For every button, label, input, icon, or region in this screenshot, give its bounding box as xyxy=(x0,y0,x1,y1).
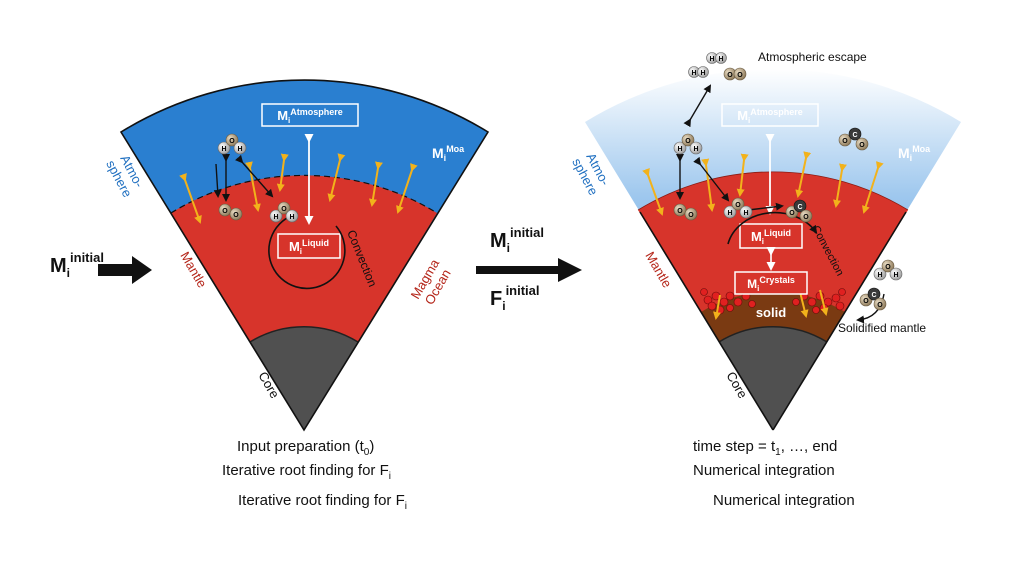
svg-text:O: O xyxy=(863,298,869,305)
right-solid-label: solid xyxy=(756,305,786,320)
right-moa-label: MiMoa xyxy=(898,144,931,163)
svg-text:H: H xyxy=(691,70,696,77)
left-liquid-box: MiLiquid xyxy=(277,233,341,259)
svg-text:O: O xyxy=(233,212,239,219)
svg-text:H: H xyxy=(727,210,732,217)
svg-text:O: O xyxy=(685,138,691,145)
left-atm-sub: i xyxy=(288,116,290,125)
left-caption-line1: Input preparation (t0) xyxy=(237,438,375,458)
left-core-region xyxy=(250,326,358,430)
left-black-arrows xyxy=(213,154,274,202)
right-caption-line3: Numerical integration xyxy=(713,492,855,509)
right-caption-line2: Numerical integration xyxy=(693,462,835,479)
left-yellow-arrows xyxy=(179,153,418,224)
svg-text:MiAtmosphere: MiAtmosphere xyxy=(737,107,803,125)
left-atmosphere-box: MiAtmosphere xyxy=(261,103,359,127)
left-convection-arrow xyxy=(268,211,346,290)
svg-text:O: O xyxy=(688,212,694,219)
right-co2-molecule-solid: O C O xyxy=(859,287,887,311)
right-water-molecule-solid: H O H xyxy=(873,259,903,281)
svg-text:H: H xyxy=(677,146,682,153)
left-atm-sup: Atmosphere xyxy=(290,107,343,117)
transition: Miinitial Fiinitial xyxy=(476,225,582,313)
right-convection-arrow xyxy=(727,211,818,245)
left-mantle-region xyxy=(171,175,437,430)
svg-text:O: O xyxy=(803,214,809,221)
right-h2-escaped-2: H H xyxy=(706,52,727,64)
right-o2-molecule-melt: O O xyxy=(673,203,698,221)
right-sector-right-edge xyxy=(772,211,907,431)
svg-text:C: C xyxy=(797,204,802,211)
svg-text:O: O xyxy=(735,202,741,209)
transition-arrow xyxy=(476,258,582,282)
solidified-mantle-label: Solidified mantle xyxy=(838,321,926,335)
svg-text:H: H xyxy=(221,146,226,153)
left-atm-base: M xyxy=(277,108,288,123)
svg-text:H: H xyxy=(743,210,748,217)
left-input-arrow xyxy=(98,256,152,284)
svg-text:O: O xyxy=(229,138,235,145)
right-black-arrows xyxy=(676,84,885,324)
svg-text:O: O xyxy=(789,210,795,217)
right-caption-line1: time step = t1, …, end xyxy=(693,438,838,458)
right-h2-escaped: H H xyxy=(688,66,709,78)
left-moa-label: MiMoa xyxy=(432,144,465,163)
svg-text:H: H xyxy=(877,272,882,279)
svg-text:H: H xyxy=(693,146,698,153)
svg-text:MiLiquid: MiLiquid xyxy=(751,228,791,246)
right-water-molecule-atm: H O H xyxy=(673,133,703,155)
right-crystals-box: MiCrystals xyxy=(734,271,808,295)
right-co2-molecule-atm: O C O xyxy=(838,127,869,151)
svg-text:O: O xyxy=(222,208,228,215)
right-liquid-box: MiLiquid xyxy=(739,223,803,249)
right-core-region xyxy=(719,326,827,430)
svg-text:MiLiquid: MiLiquid xyxy=(289,238,329,256)
svg-text:O: O xyxy=(281,206,287,213)
right-mantle-core-boundary xyxy=(718,325,828,343)
svg-text:H: H xyxy=(237,146,242,153)
atmospheric-escape-label: Atmospheric escape xyxy=(758,50,867,64)
svg-text:H: H xyxy=(700,70,705,77)
left-o2-molecule: O O xyxy=(218,203,243,221)
right-atmosphere-box: MiAtmosphere xyxy=(721,103,819,127)
left-input-label: Miinitial xyxy=(50,250,104,280)
left-caption-line2: Iterative root finding for Fi xyxy=(222,462,391,482)
svg-text:H: H xyxy=(893,272,898,279)
right-o2-escaped: O O xyxy=(723,67,747,81)
svg-text:O: O xyxy=(677,208,683,215)
svg-text:O: O xyxy=(877,302,883,309)
transition-bottom-label: Fiinitial xyxy=(490,283,540,313)
svg-text:O: O xyxy=(859,142,865,149)
svg-text:H: H xyxy=(289,214,294,221)
left-magma-ocean-label: Magma Ocean xyxy=(408,253,457,309)
transition-top-label: Miinitial xyxy=(490,225,544,255)
left-sector-outline xyxy=(119,79,490,432)
svg-text:C: C xyxy=(871,292,876,299)
right-sector xyxy=(585,69,961,431)
svg-text:MiCrystals: MiCrystals xyxy=(747,275,795,293)
left-caption-line3: Iterative root finding for Fi xyxy=(238,492,407,512)
left-water-molecule-melt: H O H xyxy=(269,201,299,223)
right-co2-molecule-melt: O C O xyxy=(785,199,813,223)
svg-text:O: O xyxy=(842,138,848,145)
right-sector-left-edge xyxy=(639,211,774,431)
svg-text:MiAtmosphere: MiAtmosphere xyxy=(277,107,343,125)
svg-text:O: O xyxy=(727,72,733,79)
right-water-molecule-melt: H O H xyxy=(723,197,753,219)
svg-text:O: O xyxy=(885,264,891,271)
left-input: Miinitial xyxy=(50,250,152,284)
svg-text:H: H xyxy=(718,56,723,63)
svg-text:O: O xyxy=(737,72,743,79)
left-mantle-core-boundary xyxy=(249,325,359,343)
svg-text:C: C xyxy=(852,132,857,139)
left-water-molecule-atm: H O H xyxy=(217,133,247,155)
svg-text:H: H xyxy=(273,214,278,221)
svg-text:H: H xyxy=(709,56,714,63)
